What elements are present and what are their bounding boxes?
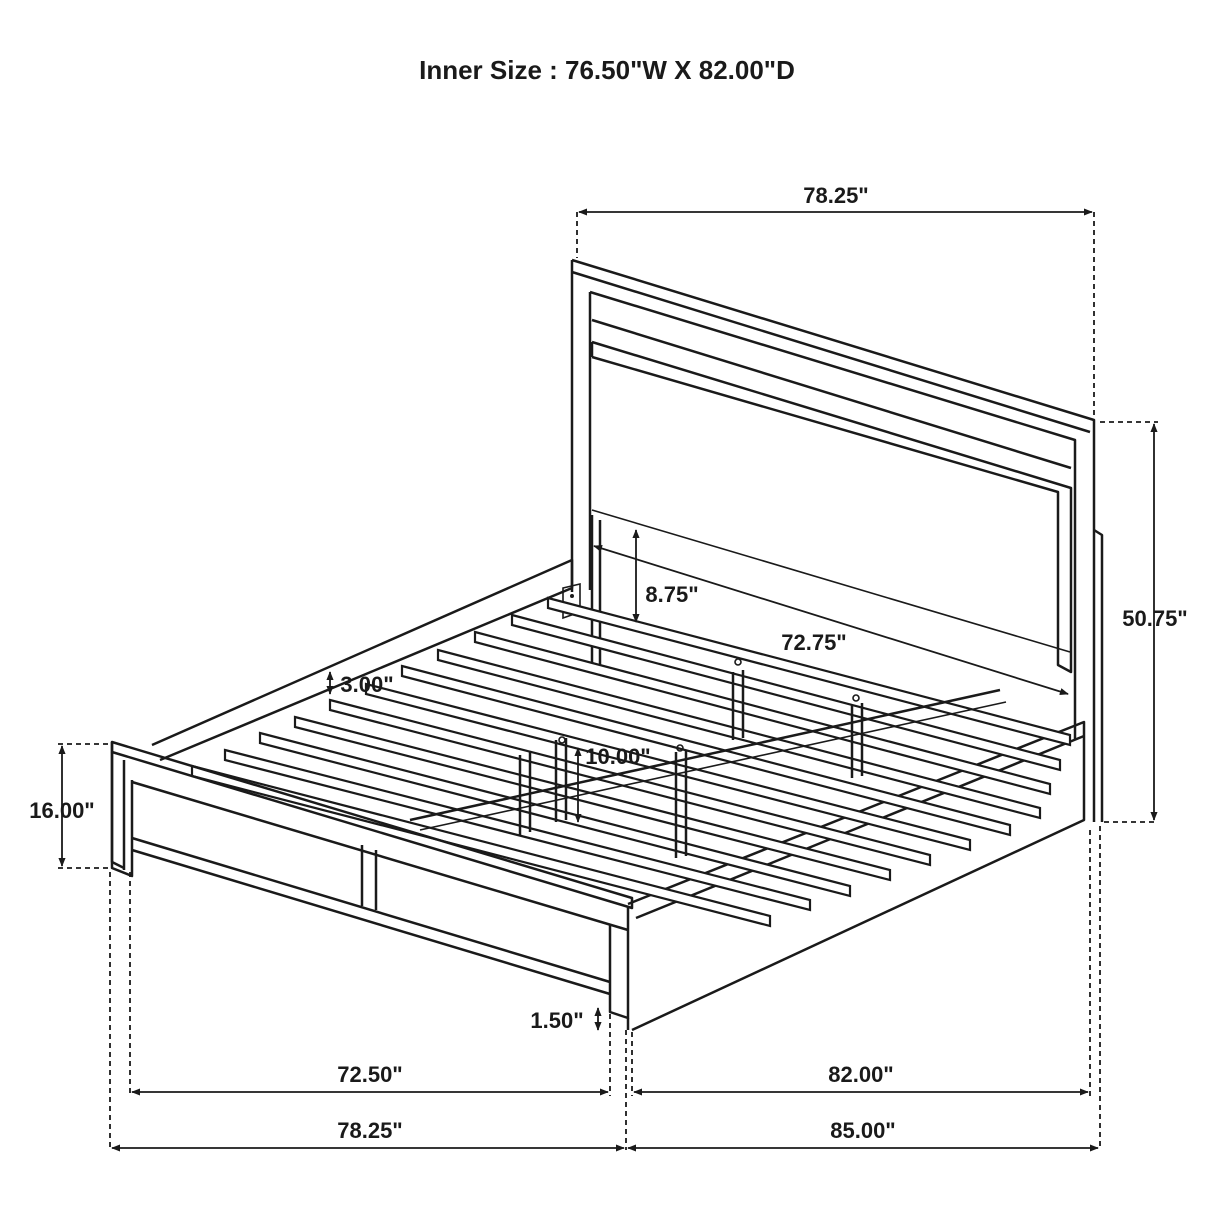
leg-height-label: 1.50" (530, 1008, 583, 1033)
inner-length-label: 82.00" (828, 1062, 893, 1087)
overall-width-label: 78.25" (337, 1118, 402, 1143)
headboard-clearance-label: 8.75" (645, 582, 698, 607)
overall-length-label: 85.00" (830, 1118, 895, 1143)
headboard-width-label: 78.25" (803, 183, 868, 208)
footboard-inner-width-label: 72.50" (337, 1062, 402, 1087)
page-title: Inner Size : 76.50"W X 82.00"D (419, 55, 795, 85)
dimension-lines (58, 208, 1158, 1152)
slats (190, 596, 1072, 928)
inner-width-label: 72.75" (781, 630, 846, 655)
side-rail-height-label: 3.00" (340, 672, 393, 697)
footboard-height-label: 16.00" (29, 798, 94, 823)
footboard (110, 740, 634, 1030)
slat-clearance-label: 10.00" (585, 744, 650, 769)
headboard-height-label: 50.75" (1122, 606, 1187, 631)
